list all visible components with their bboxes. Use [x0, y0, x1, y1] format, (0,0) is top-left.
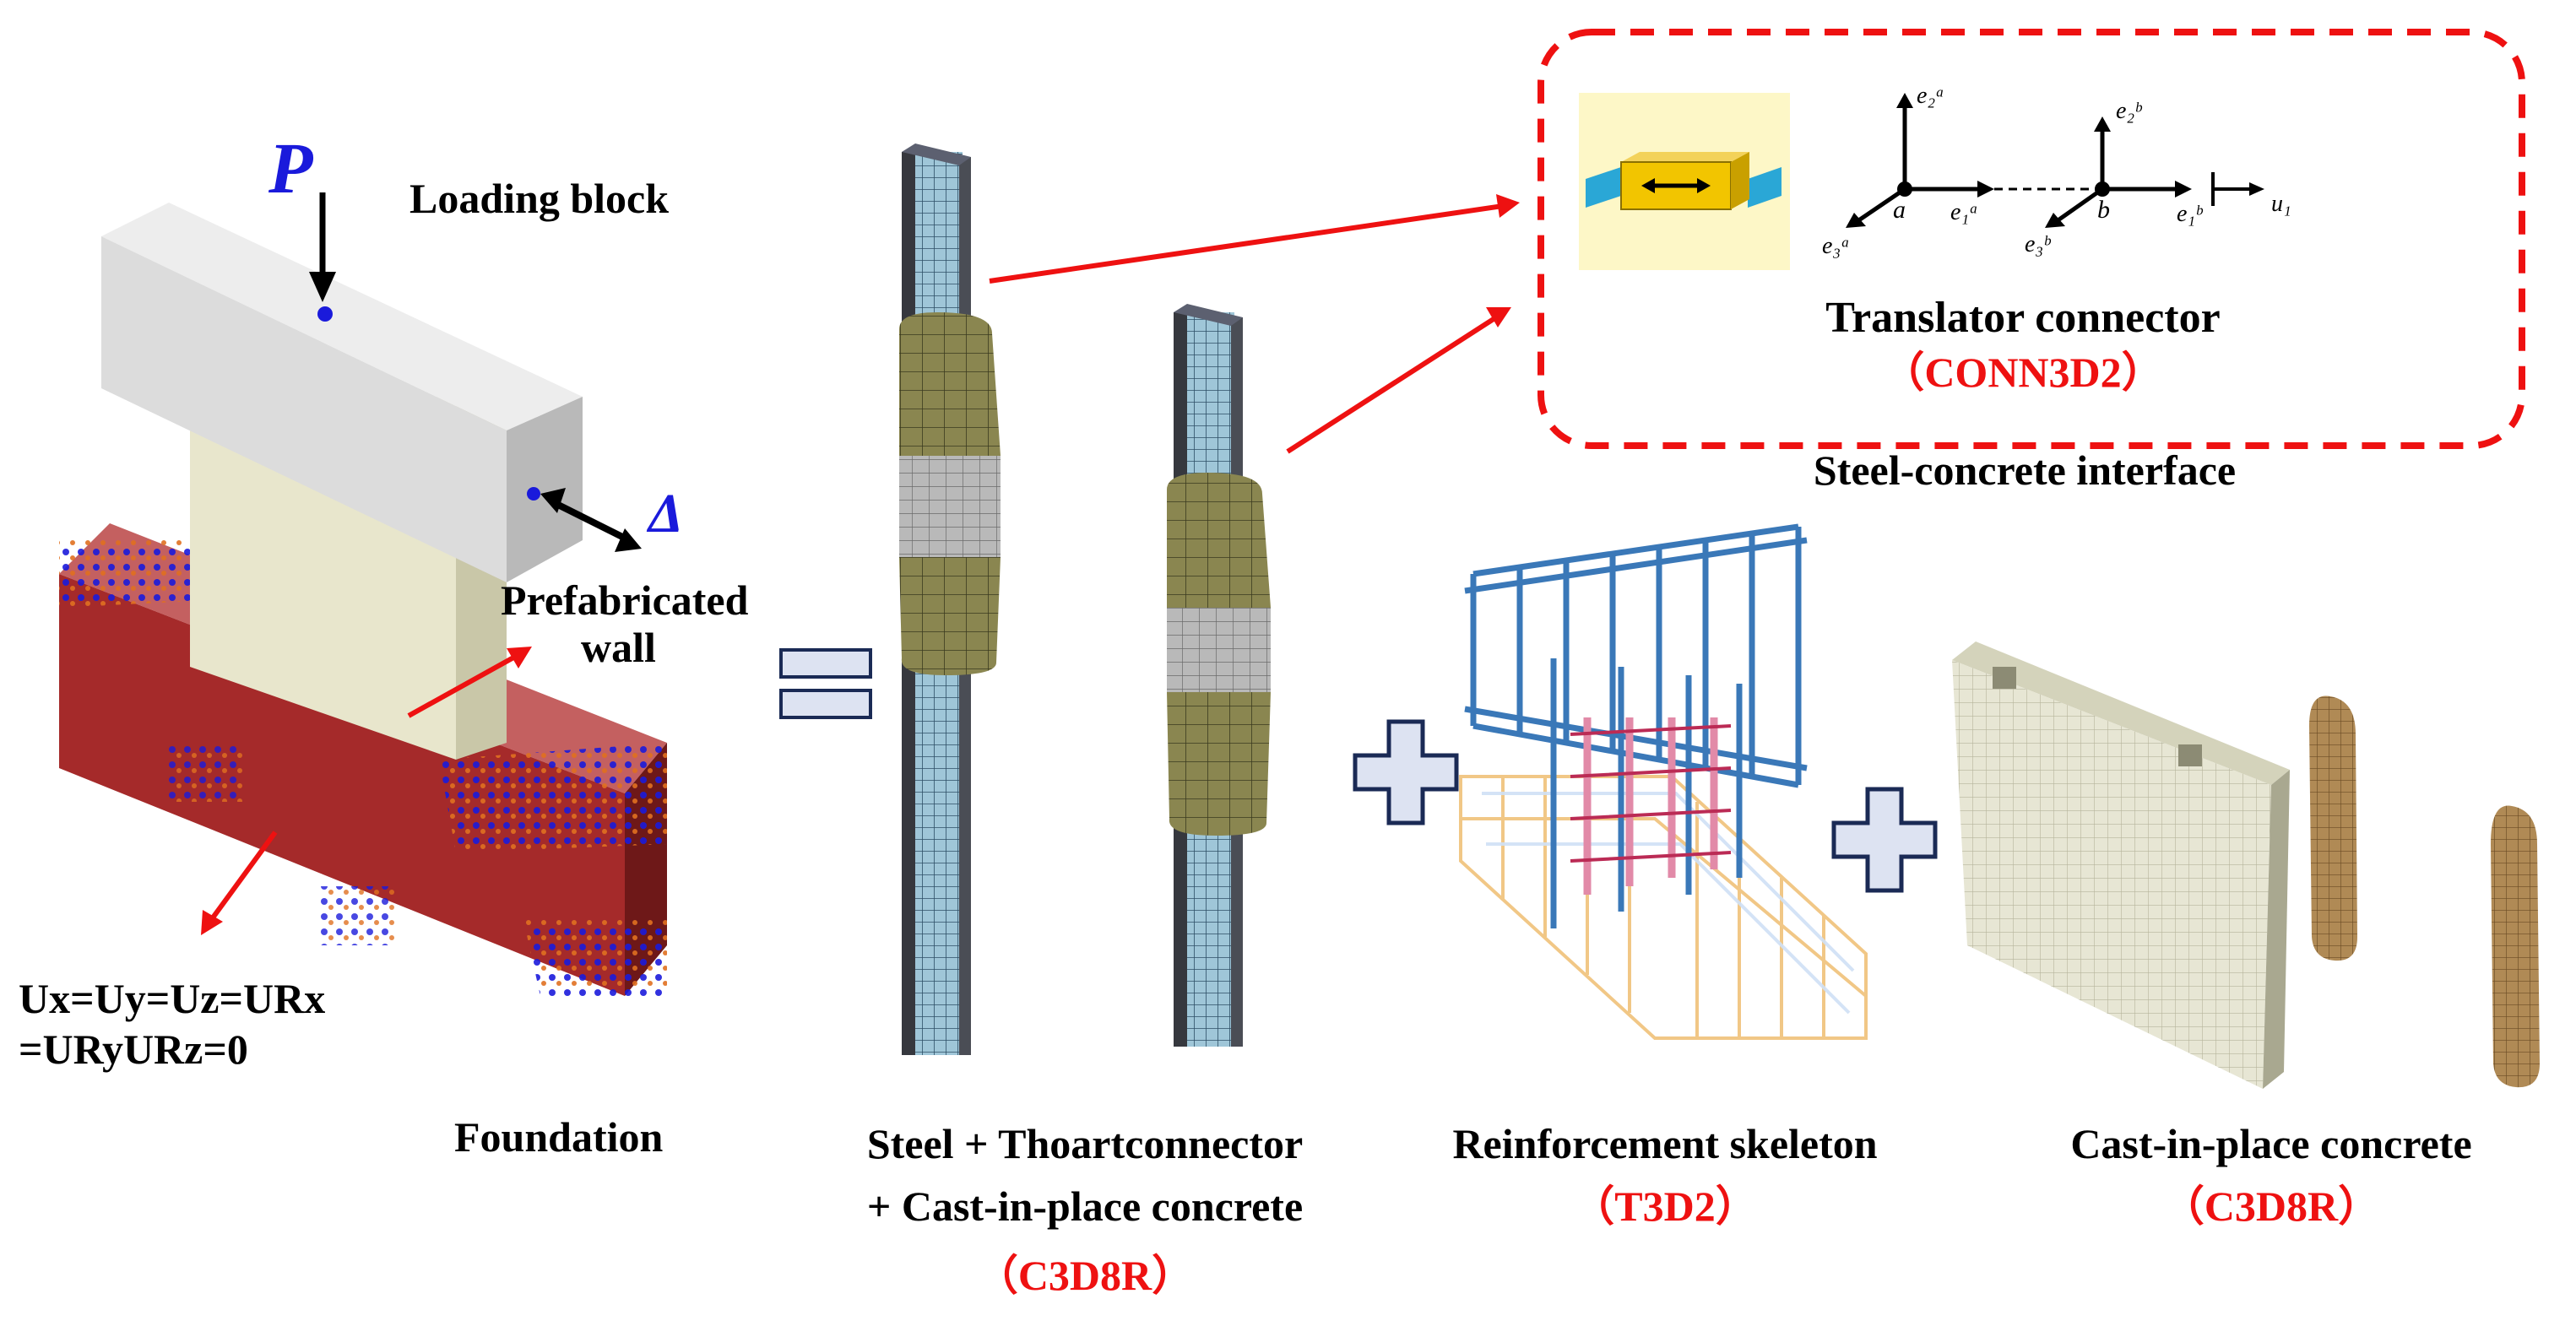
displacement-symbol: Δ	[646, 483, 683, 544]
wall-pointer-arrow	[407, 647, 532, 718]
steel-element-type: （C3D8R）	[976, 1252, 1194, 1299]
axis-e3-a: e₃ᵃ	[1822, 233, 1850, 259]
steel-caption-line1: Steel + Thoartconnector	[867, 1120, 1303, 1167]
load-symbol: P	[268, 127, 314, 208]
plus-sign-2	[1831, 787, 1938, 893]
axis-e3-b: e₃ᵇ	[2025, 231, 2051, 257]
u1-displacement-marker	[2211, 172, 2264, 206]
steel-concrete-interface-label: Steel-concrete interface	[1814, 447, 2236, 494]
steel-column-right	[1167, 304, 1271, 1047]
prefabricated-wall-label-line2: wall	[581, 624, 656, 671]
plus-sign-1	[1353, 719, 1459, 825]
axis-e2-b: e₂ᵇ	[2116, 98, 2142, 124]
loading-block-label: Loading block	[409, 175, 669, 222]
boundary-condition-line2: =URyURz=0	[19, 1026, 248, 1073]
connector-pointer-arrow-1	[989, 194, 1520, 284]
node-b-label: b	[2097, 196, 2110, 224]
translator-connector-box: e₂ᵃ e₁ᵃ e₃ᵃ a e₂ᵇ e₁ᵇ e₃ᵇ b u₁ Translato…	[1537, 29, 2525, 449]
reinforcement-skeleton	[1459, 523, 1868, 1040]
foundation-label: Foundation	[454, 1113, 664, 1161]
local-axes-node-a	[1846, 93, 1994, 228]
axis-u1: u₁	[2271, 191, 2291, 217]
axis-e1-a: e₁ᵃ	[1950, 199, 1978, 225]
reinforcement-element-type: （T3D2）	[1572, 1183, 1757, 1230]
cast-in-place-concrete-panel	[1952, 641, 2290, 1089]
steel-column-left	[899, 143, 1001, 1055]
prefabricated-wall-label-line1: Prefabricated	[501, 576, 749, 624]
axis-e2-a: e₂ᵃ	[1917, 83, 1944, 109]
equals-sign	[779, 648, 872, 719]
cast-concrete-caption: Cast-in-place concrete	[2070, 1120, 2471, 1167]
connector-pointer-arrow-2	[1286, 307, 1511, 454]
translator-element-type: （CONN3D2）	[1882, 349, 2163, 396]
timber-connector-block-2	[2491, 805, 2540, 1088]
displacement-arrow	[527, 487, 642, 552]
reinforcement-caption: Reinforcement skeleton	[1452, 1120, 1877, 1167]
axis-e1-b: e₁ᵇ	[2177, 201, 2203, 227]
cast-concrete-element-type: （C3D8R）	[2162, 1183, 2380, 1230]
loading-block	[101, 203, 583, 582]
load-arrow	[309, 192, 336, 322]
boundary-condition-line1: Ux=Uy=Uz=URx	[19, 975, 325, 1022]
translator-connector-icon	[1579, 93, 1790, 270]
foundation-pointer-arrow	[201, 831, 278, 935]
timber-connector-block-1	[2309, 695, 2357, 961]
steel-caption-line2: + Cast-in-place concrete	[867, 1183, 1303, 1230]
node-a-label: a	[1893, 196, 1906, 224]
local-axes-node-b	[2045, 116, 2192, 228]
specimen-model: P Δ Loading block Prefabricated wall Ux=…	[19, 127, 749, 1161]
translator-connector-label: Translator connector	[1825, 294, 2220, 342]
